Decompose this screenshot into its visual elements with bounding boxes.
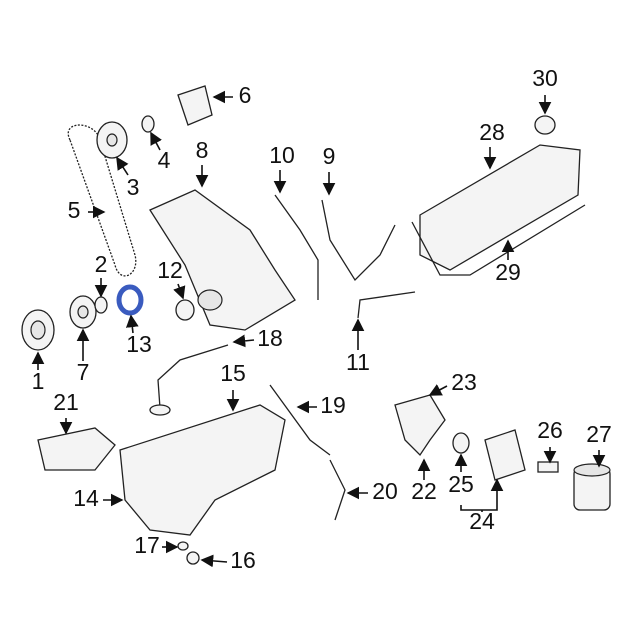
- callout-7: 7: [77, 359, 90, 385]
- part-oil-cap: [534, 115, 556, 135]
- callout-arrows: [31, 90, 606, 568]
- callout-20: 20: [372, 478, 398, 504]
- part-drain-plug: [177, 541, 200, 565]
- callout-6: 6: [239, 82, 252, 108]
- part-gasket-11: [357, 291, 416, 319]
- part-oil-pickup: [149, 344, 229, 416]
- part-oil-filter-adapter: [484, 429, 526, 481]
- callout-30: 30: [532, 65, 558, 91]
- callout-17: 17: [134, 532, 160, 558]
- part-oil-filter: [573, 463, 611, 511]
- part-oil-pressure-sender: [537, 461, 559, 473]
- part-timing-cover: [149, 189, 296, 331]
- callout-22: 22: [411, 478, 437, 504]
- part-dipstick-tube: [329, 459, 346, 521]
- callout-9: 9: [323, 143, 336, 169]
- callout-21: 21: [53, 389, 79, 415]
- callout-24: 24: [469, 508, 495, 534]
- part-crank-pulley: [21, 309, 55, 351]
- part-timing-chain: [67, 124, 137, 277]
- part-crank-sprocket: [69, 295, 97, 329]
- callout-18: 18: [257, 325, 283, 351]
- callout-5: 5: [68, 197, 81, 223]
- callout-2: 2: [95, 251, 108, 277]
- part-gasket-6: [177, 85, 213, 126]
- callout-23: 23: [451, 369, 477, 395]
- part-seal-12: [175, 299, 195, 321]
- callout-4: 4: [158, 147, 171, 173]
- part-dipstick: [269, 384, 331, 456]
- part-seal-2: [94, 296, 108, 314]
- callout-14: 14: [73, 485, 99, 511]
- callout-3: 3: [127, 174, 140, 200]
- callout-15: 15: [220, 360, 246, 386]
- part-windage-tray: [37, 427, 116, 471]
- callout-13: 13: [126, 331, 152, 357]
- part-front-seal-13-highlighted: [116, 284, 144, 316]
- part-gasket-10: [274, 194, 319, 300]
- callout-11: 11: [346, 349, 370, 375]
- callout-12: 12: [157, 257, 183, 283]
- callout-25: 25: [448, 471, 474, 497]
- callout-19: 19: [320, 392, 346, 418]
- part-valve-cover: [411, 144, 586, 276]
- callout-labels: 1 2 3 4 5 6 7 8 9 10 11 12 13 14 15 16 1…: [32, 65, 612, 573]
- part-oil-pump: [394, 394, 446, 457]
- part-oil-pan: [119, 404, 286, 536]
- callout-16: 16: [230, 547, 256, 573]
- part-cam-sprocket: [96, 121, 128, 159]
- part-washer-4: [141, 115, 155, 133]
- part-oring-25: [452, 432, 470, 454]
- part-gasket-9: [321, 199, 396, 282]
- callout-28: 28: [479, 119, 505, 145]
- callout-26: 26: [537, 417, 563, 443]
- callout-27: 27: [586, 421, 612, 447]
- callout-29: 29: [495, 259, 521, 285]
- callout-10: 10: [269, 142, 295, 168]
- callout-8: 8: [196, 137, 209, 163]
- callout-1: 1: [32, 368, 45, 394]
